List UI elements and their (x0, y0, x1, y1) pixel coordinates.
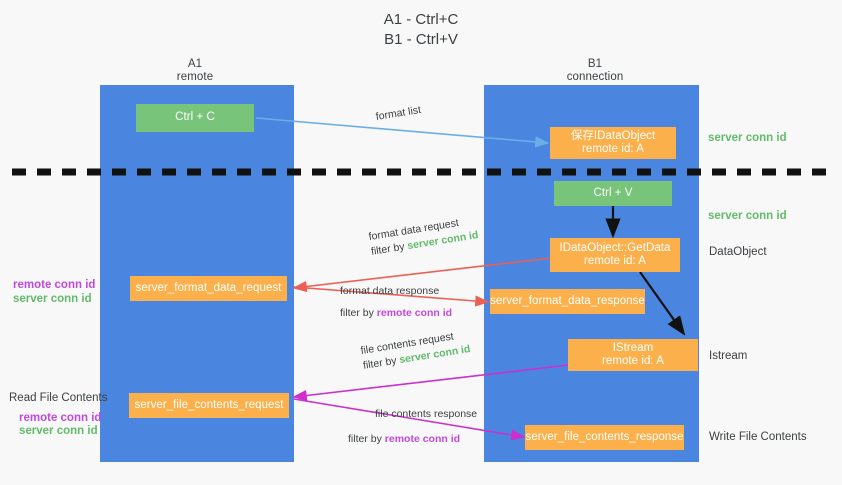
edge-label-format-list-text: format list (374, 103, 422, 123)
lane-header-b1-name: B1 (587, 58, 603, 70)
annotation-dataobject: DataObject (709, 246, 767, 258)
filter-prefix: filter by (340, 307, 377, 319)
node-getdata-line1: IDataObject::GetData (559, 241, 671, 254)
node-server-file-contents-request-label: server_file_contents_request (134, 398, 284, 411)
edge-label-file-contents-response-filter: filter by remote conn id (348, 432, 460, 447)
node-ctrl-v-label: Ctrl + V (593, 186, 633, 199)
lane-header-a1-sub: remote (176, 71, 214, 83)
edge-label-file-contents-response: file contents response (375, 407, 477, 422)
edge-label-format-list: format list (375, 103, 422, 125)
filter-prefix: filter by (348, 433, 385, 445)
filter-key-remote-conn-id: remote conn id (376, 307, 453, 319)
node-save-idataobject-line2: remote id: A (582, 143, 644, 155)
edge-label-format-data-response: format data response filter by remote co… (340, 284, 452, 321)
node-save-idataobject[interactable]: 保存IDataObject remote id: A (550, 127, 676, 159)
node-istream-line1: IStream (612, 341, 654, 354)
node-server-file-contents-response[interactable]: server_file_contents_response (525, 425, 684, 450)
node-server-format-data-response-label: server_format_data_response (490, 294, 645, 307)
edge-label-format-data-request: format data request filter by server con… (368, 213, 480, 260)
node-server-format-data-request[interactable]: server_format_data_request (130, 276, 287, 301)
node-ctrl-c-label: Ctrl + C (175, 111, 215, 124)
node-istream[interactable]: IStream remote id: A (568, 339, 698, 371)
node-server-format-data-request-label: server_format_data_request (135, 281, 282, 294)
page-title: A1 - Ctrl+C B1 - Ctrl+V (383, 11, 459, 48)
node-ctrl-v[interactable]: Ctrl + V (554, 181, 672, 206)
lane-header-a1-name: A1 (187, 58, 203, 70)
node-server-format-data-response[interactable]: server_format_data_response (490, 289, 645, 314)
node-idataobject-getdata[interactable]: IDataObject::GetData remote id: A (550, 238, 680, 272)
edge-label-format-data-response-filter: filter by remote conn id (340, 306, 452, 321)
annotation-server-conn-id-1: server conn id (13, 293, 92, 305)
annotation-server-conn-id-2: server conn id (19, 425, 98, 437)
annotation-server-conn-id-mid: server conn id (708, 210, 787, 222)
node-server-file-contents-request[interactable]: server_file_contents_request (129, 393, 289, 418)
annotation-write-file-contents: Write File Contents (709, 431, 807, 443)
edge-label-format-data-response-text: format data response (340, 285, 440, 297)
annotation-remote-conn-id-2: remote conn id (19, 412, 102, 424)
annotation-read-file-contents: Read File Contents (9, 392, 108, 404)
lane-header-b1: B1 connection (535, 58, 655, 84)
annotation-istream: Istream (709, 350, 748, 362)
annotation-server-conn-id-top: server conn id (708, 132, 787, 144)
node-server-file-contents-response-label: server_file_contents_response (525, 430, 684, 443)
node-save-idataobject-line1: 保存IDataObject (570, 129, 656, 142)
node-getdata-line2: remote id: A (584, 255, 646, 267)
edge-label-file-contents-response-text: file contents response (375, 408, 478, 420)
node-istream-line2: remote id: A (602, 355, 664, 367)
lane-header-a1: A1 remote (135, 58, 255, 84)
annotation-remote-conn-id-1: remote conn id (13, 279, 96, 291)
lane-header-b1-sub: connection (566, 71, 624, 83)
node-ctrl-c[interactable]: Ctrl + C (136, 104, 254, 132)
edge-label-file-contents-request: file contents request filter by server c… (360, 327, 472, 374)
filter-key-remote-conn-id: remote conn id (384, 433, 461, 445)
